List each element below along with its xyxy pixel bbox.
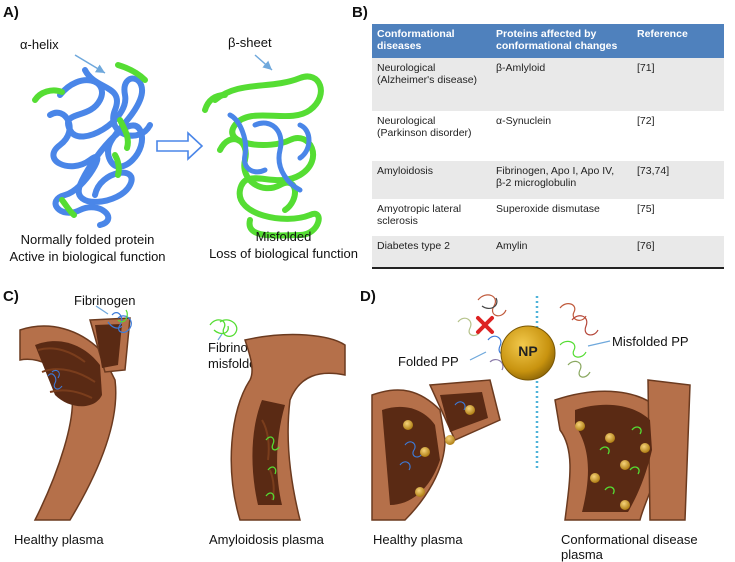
healthy-plasma-caption-d: Healthy plasma <box>373 532 463 547</box>
table-row: Neurological (Alzheimer's disease) β-Aml… <box>372 58 724 111</box>
green-protein-in-vessel <box>265 436 280 501</box>
cell-ref: [72] <box>632 111 724 161</box>
cell-protein: Amylin <box>491 236 632 269</box>
table-header-row: Conformational diseases Proteins affecte… <box>372 24 724 58</box>
transition-arrow <box>156 131 204 161</box>
header-diseases: Conformational diseases <box>372 24 491 58</box>
amyloidosis-plasma-caption: Amyloidosis plasma <box>209 532 324 547</box>
fibrinogen-cluster-healthy <box>107 309 132 334</box>
cell-disease: Amyotropic lateral sclerosis <box>372 199 491 236</box>
cell-ref: [71] <box>632 58 724 111</box>
cell-protein: β-Amlyloid <box>491 58 632 111</box>
conformational-disease-plasma-caption: Conformational disease plasma <box>561 532 698 562</box>
folded-protein-illustration <box>32 62 153 228</box>
np-label: NP <box>518 343 538 359</box>
panel-d-illustration <box>371 294 691 521</box>
beta-sheet-label: β-sheet <box>228 35 272 50</box>
panel-a-label: A) <box>3 4 19 21</box>
folded-pp-label: Folded PP <box>398 354 459 369</box>
amyloidosis-vessel-right <box>230 333 346 521</box>
panel-b-label: B) <box>352 4 368 21</box>
header-proteins: Proteins affected by conformational chan… <box>491 24 632 58</box>
panel-d-label: D) <box>360 288 376 305</box>
misfolded-pp-label: Misfolded PP <box>612 334 689 349</box>
cell-ref: [76] <box>632 236 724 269</box>
table-row: Amyotropic lateral sclerosis Superoxide … <box>372 199 724 236</box>
cell-disease: Diabetes type 2 <box>372 236 491 269</box>
cell-disease: Neurological (Alzheimer's disease) <box>372 58 491 111</box>
helix-arrow <box>74 54 273 74</box>
cell-disease: Amyloidosis <box>372 161 491 199</box>
disease-vessel-d <box>554 379 691 521</box>
header-reference: Reference <box>632 24 724 58</box>
folded-caption-line2: Active in biological function <box>9 249 166 264</box>
table-row: Neurological (Parkinson disorder) α-Synu… <box>372 111 724 161</box>
fibrinogen-misfolded-line2: misfolded <box>208 356 264 371</box>
blue-protein-in-vessel <box>47 369 63 390</box>
blocked-binding-x <box>476 316 494 334</box>
alpha-helix-label: α-helix <box>20 37 59 52</box>
misfolded-protein-illustration <box>202 73 324 239</box>
healthy-vessel-d <box>371 379 501 521</box>
cell-protein: α-Synuclein <box>491 111 632 161</box>
table-row: Amyloidosis Fibrinogen, Apo I, Apo IV, β… <box>372 161 724 199</box>
healthy-vessel-left <box>19 317 131 521</box>
fibrinogen-cluster-misfolded <box>209 319 238 338</box>
nanoparticle-np <box>500 325 556 381</box>
cell-ref: [75] <box>632 199 724 236</box>
cell-disease: Neurological (Parkinson disorder) <box>372 111 491 161</box>
healthy-plasma-caption-c: Healthy plasma <box>14 532 104 547</box>
misfolded-caption-line2: Loss of biological function <box>209 246 358 261</box>
cell-ref: [73,74] <box>632 161 724 199</box>
cell-protein: Fibrinogen, Apo I, Apo IV, β-2 microglob… <box>491 161 632 199</box>
misfolded-caption-line1: Misfolded <box>255 229 312 244</box>
panel-c-vessels <box>19 305 346 521</box>
panel-c-label: C) <box>3 288 19 305</box>
folded-caption-line1: Normally folded protein <box>20 232 155 247</box>
cell-protein: Superoxide dismutase <box>491 199 632 236</box>
table-row: Diabetes type 2 Amylin [76] <box>372 236 724 269</box>
fibrinogen-label: Fibrinogen <box>74 293 136 308</box>
conformational-diseases-table: Conformational diseases Proteins affecte… <box>372 24 724 269</box>
